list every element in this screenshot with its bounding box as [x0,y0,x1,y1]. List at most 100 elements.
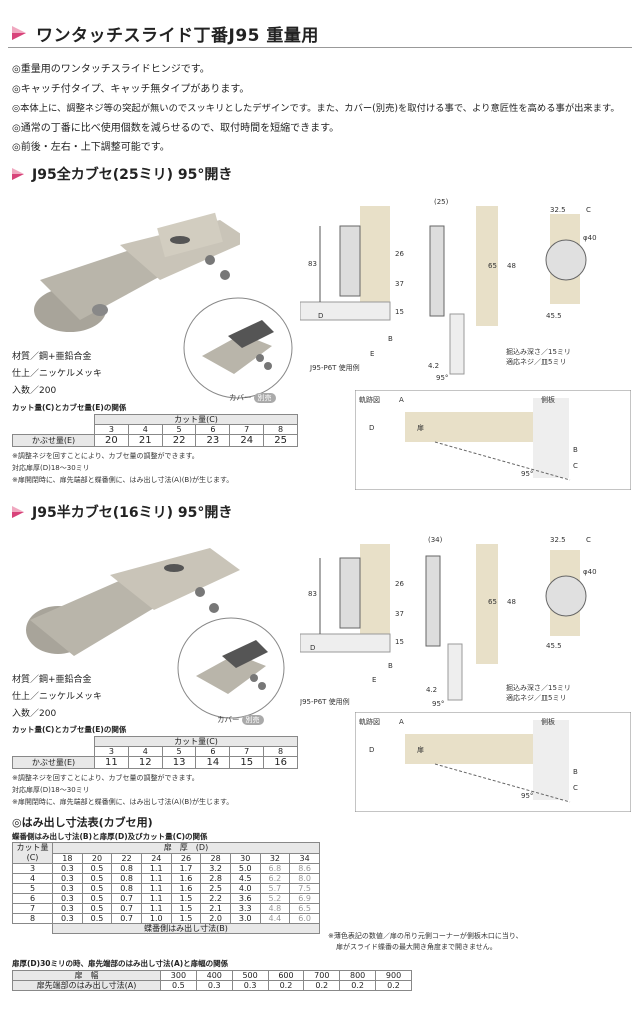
svg-text:適応ネジ／皿5ミリ: 適応ネジ／皿5ミリ [506,693,566,702]
svg-text:48: 48 [507,262,516,270]
section-title-half-overlay: J95半カブセ(16ミリ) 95°開き [12,502,572,524]
svg-text:扉: 扉 [417,745,424,754]
dimension-diagram: 83 26 37 15 D E B J95-P6T 使用例 (34) 4.2 9… [300,536,597,708]
svg-text:15: 15 [395,308,404,316]
svg-text:26: 26 [395,580,404,588]
svg-text:32.5: 32.5 [550,206,566,214]
feature-item: ◎通常の丁番に比べ使用個数を減らせるので、取付時間を短縮できます。 [12,122,340,134]
title-triangle-icon [12,26,26,40]
finish-text: 仕上／ニッケルメッキ [12,692,103,702]
light-value-note: ※薄色表記の数値／扉の吊り元側コーナーが側板木口に当り、 扉がスライド蝶番の最大… [328,932,523,951]
svg-text:D: D [310,644,315,652]
hinge-photo [26,548,240,656]
svg-text:軌跡図: 軌跡図 [359,395,380,404]
svg-text:φ40: φ40 [583,234,597,242]
cover-photo [177,617,285,719]
svg-text:A: A [399,718,404,726]
svg-text:83: 83 [308,590,317,598]
svg-text:掘込み深さ／15ミリ: 掘込み深さ／15ミリ [506,347,571,356]
page-title: ワンタッチスライド丁番J95 重量用 [36,26,319,46]
feature-list: ◎重量用のワンタッチスライドヒンジです。 ◎キャッチ付タイプ、キャッチ無タイプが… [12,60,632,158]
svg-text:B: B [573,446,578,454]
svg-text:C: C [586,536,591,544]
svg-text:95°: 95° [521,792,533,800]
material-text: 材質／鋼+亜鉛合金 [12,352,92,362]
trajectory-diagram: 軌跡図 扉 側板 A D B C 95° [355,712,631,812]
svg-text:26: 26 [395,250,404,258]
svg-text:A: A [399,396,404,404]
svg-text:(34): (34) [428,536,443,544]
sold-separately-badge: 別売 [241,715,264,725]
section-title-text: J95半カブセ(16ミリ) 95°開き [32,505,233,521]
svg-text:48: 48 [507,598,516,606]
svg-text:32.5: 32.5 [550,536,566,544]
svg-text:83: 83 [308,260,317,268]
finish-text: 仕上／ニッケルメッキ [12,369,103,379]
svg-text:軌跡図: 軌跡図 [359,717,380,726]
svg-text:15: 15 [395,638,404,646]
svg-text:側板: 側板 [541,717,555,726]
svg-text:扉: 扉 [417,423,424,432]
svg-text:J95-P6T 使用例: J95-P6T 使用例 [309,363,360,372]
svg-text:B: B [388,335,393,343]
svg-text:B: B [388,662,393,670]
notes: ※調整ネジを回すことにより、カブセ量の調整ができます。 対応扉厚(D)18〜30… [12,452,234,484]
svg-text:掘込み深さ／15ミリ: 掘込み深さ／15ミリ [506,683,571,692]
svg-text:45.5: 45.5 [546,642,562,650]
svg-text:C: C [573,462,578,470]
svg-text:(25): (25) [434,198,449,206]
cover-photo [183,297,293,399]
section-triangle-icon [12,168,24,180]
svg-text:C: C [586,206,591,214]
svg-text:E: E [370,350,374,358]
svg-text:J95-P6T 使用例: J95-P6T 使用例 [300,697,350,706]
notes: ※調整ネジを回すことにより、カブセ量の調整ができます。 対応扉厚(D)18〜30… [12,774,234,806]
dimension-diagram: 83 26 37 15 D E B J95-P6T 使用例 (25) 4.2 9… [300,198,597,382]
svg-text:65: 65 [488,262,497,270]
table-caption: カット量(C)とカブセ量(E)の関係 [12,725,127,734]
svg-text:4.2: 4.2 [428,362,439,370]
svg-text:95°: 95° [436,374,448,382]
svg-text:E: E [372,676,376,684]
svg-text:D: D [318,312,323,320]
material-text: 材質／鋼+亜鉛合金 [12,675,92,685]
spec-block: 材質／鋼+亜鉛合金 仕上／ニッケルメッキ 入数／200 [12,349,102,400]
quantity-text: 入数／200 [12,709,57,719]
hinge-photo [34,212,240,332]
svg-text:D: D [369,746,374,754]
table-caption: カット量(C)とカブセ量(E)の関係 [12,403,127,412]
svg-text:B: B [573,768,578,776]
svg-text:適応ネジ／皿5ミリ: 適応ネジ／皿5ミリ [506,357,566,366]
svg-text:65: 65 [488,598,497,606]
svg-text:φ40: φ40 [583,568,597,576]
protrusion-caption: 蝶番側はみ出し寸法(B)と扉厚(D)及びカット量(C)の関係 [12,832,208,841]
section-title-full-overlay: J95全カブセ(25ミリ) 95°開き [12,164,572,186]
width-table-caption: 扉厚(D)30ミリの時、扉先端部のはみ出し寸法(A)と扉幅の関係 [12,959,229,968]
cover-label: カバー別売 [217,714,264,725]
svg-text:4.2: 4.2 [426,686,437,694]
cover-label: カバー別売 [229,392,276,403]
svg-text:95°: 95° [432,700,444,708]
spec-block: 材質／鋼+亜鉛合金 仕上／ニッケルメッキ 入数／200 [12,672,102,723]
section-title-text: J95全カブセ(25ミリ) 95°開き [32,167,233,183]
feature-item: ◎前後・左右・上下調整可能です。 [12,142,170,153]
trajectory-diagram: 軌跡図 扉 側板 A D B C 95° [355,390,631,490]
svg-text:C: C [573,784,578,792]
sold-separately-badge: 別売 [253,393,276,403]
feature-item: ◎本体上に、調整ネジ等の突起が無いのでスッキリとしたデザインです。また、カバー(… [12,103,620,114]
svg-text:45.5: 45.5 [546,312,562,320]
svg-text:37: 37 [395,610,404,618]
protrusion-heading: ◎はみ出し寸法表(カブセ用) [12,816,153,829]
svg-text:D: D [369,424,374,432]
